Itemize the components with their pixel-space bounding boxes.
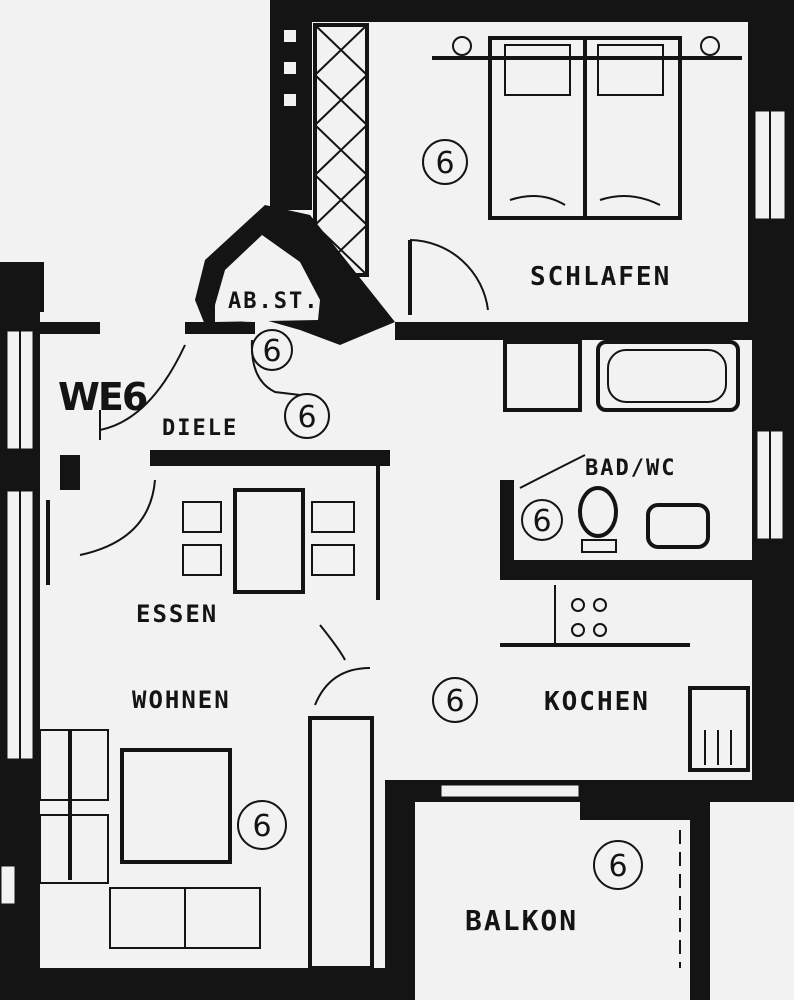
door-bath-swing: [519, 454, 586, 489]
label-bad: BAD/WC: [585, 456, 676, 481]
window-bedroom-left-2: [284, 62, 296, 74]
label-essen: ESSEN: [136, 600, 218, 628]
bed: [432, 36, 742, 220]
label-balkon: BALKON: [465, 904, 578, 937]
stove-burner-2: [593, 598, 607, 612]
window-wohnen-low: [0, 863, 18, 907]
wall-diele-top: [185, 322, 255, 334]
number-kochen: 6: [445, 684, 464, 719]
bathtub-inner: [607, 349, 727, 403]
chair-left-2: [182, 544, 222, 576]
windows: [0, 30, 788, 907]
chair-right-1: [311, 501, 355, 533]
number-badge-balkon: [593, 840, 643, 890]
toilet-tank: [581, 539, 617, 553]
chair-left-1: [182, 501, 222, 533]
label-schlafen: SCHLAFEN: [530, 262, 671, 292]
label-kochen: KOCHEN: [544, 687, 650, 717]
wall-balkon-right: [690, 800, 710, 1000]
doors: [46, 239, 586, 706]
living-furniture: [39, 716, 374, 970]
window-kitchen-bottom: [438, 782, 582, 800]
wall-bath-left: [500, 480, 514, 575]
wall-right-lower: [752, 340, 794, 800]
label-abstell: AB.ST.: [228, 289, 319, 314]
number-balkon: 6: [608, 849, 627, 884]
wall-bottom: [0, 968, 400, 1000]
fridge: [688, 686, 750, 772]
wardrobe-hatch: [314, 24, 368, 276]
stove-burner-4: [593, 623, 607, 637]
wall-diele-top-left: [40, 322, 100, 334]
labels: WE6 SCHLAFEN 6 AB.ST. 6 DIELE 6 BAD/WC 6…: [58, 139, 676, 937]
blanket-right: [599, 195, 661, 206]
door-essen-swing: [319, 624, 346, 661]
dining-table: [233, 488, 305, 594]
chair-right-2: [311, 544, 355, 576]
column-cabinet: [308, 716, 374, 970]
wall-balkon-left: [385, 780, 415, 1000]
window-bedroom-left-1: [284, 30, 296, 42]
door-wohnen-swing: [79, 479, 156, 556]
door-entry-swing: [99, 344, 186, 431]
abstell-room-fill: [215, 235, 320, 322]
wardrobe-frame: [313, 23, 369, 277]
number-badge-wohnen: [237, 800, 287, 850]
door-bedroom-swing: [409, 239, 489, 311]
wardrobe: [313, 23, 369, 277]
wall-bedroom-bath: [395, 322, 755, 340]
wall-bath-kitchen: [500, 560, 755, 580]
number-badge-kochen: [432, 677, 478, 723]
number-badge-diele: [284, 393, 330, 439]
number-abstell: 6: [262, 334, 281, 369]
stove-burner-1: [571, 598, 585, 612]
dining-set: [182, 465, 380, 600]
lamp-right-icon: [700, 36, 720, 56]
armchair-mid: [39, 814, 109, 884]
number-badge-schlafen: [422, 139, 468, 185]
number-badge-bad: [521, 499, 563, 541]
unit-tag: WE6: [58, 375, 147, 419]
wall-left-top-block: [0, 262, 44, 312]
coffee-table: [120, 748, 232, 864]
armchair-top: [39, 729, 109, 801]
toilet-icon: [578, 486, 618, 538]
bath-shelf: [503, 340, 582, 412]
kitchen: [500, 585, 750, 772]
label-wohnen: WOHNEN: [132, 686, 231, 714]
lamp-left-icon: [452, 36, 472, 56]
label-diele: DIELE: [162, 416, 238, 441]
door-kitchen-swing: [314, 667, 371, 706]
number-bad: 6: [532, 504, 551, 539]
stove-burner-3: [571, 623, 585, 637]
wall-kitchen-bottom-block: [580, 780, 690, 820]
wall-essen-top: [150, 450, 390, 466]
window-bedroom-left-3: [284, 94, 296, 106]
pillow-left: [504, 44, 571, 96]
number-diele: 6: [297, 400, 316, 435]
wall-left-jamb: [60, 455, 80, 490]
bath-fixtures: [503, 340, 740, 553]
sink-icon: [646, 503, 710, 549]
number-schlafen: 6: [435, 146, 454, 181]
number-wohnen: 6: [252, 809, 271, 844]
pillow-right: [597, 44, 664, 96]
wall-top: [270, 0, 794, 22]
blanket-left: [509, 195, 566, 206]
number-badge-abstell: [251, 329, 293, 371]
bathtub: [596, 340, 740, 412]
